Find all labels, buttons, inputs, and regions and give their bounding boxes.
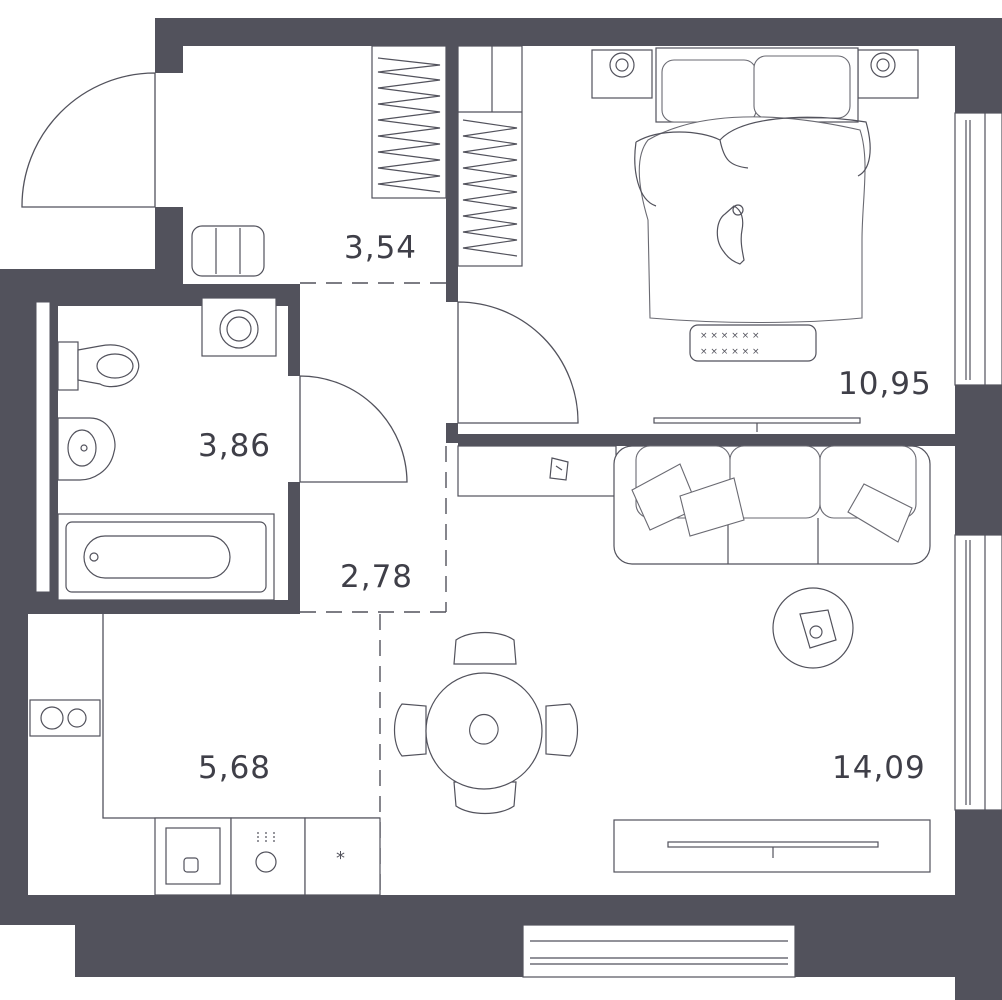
cat-icon — [716, 204, 745, 265]
pillow-icon — [631, 463, 913, 543]
sink-icon — [57, 417, 116, 481]
kitchen-counter — [102, 614, 380, 819]
room-area-hallway: 3,54 — [344, 230, 417, 266]
tv-icon — [653, 417, 861, 432]
wardrobe-icon — [457, 45, 523, 267]
coffee-table-icon — [772, 587, 854, 669]
svg-text:*: * — [336, 848, 345, 869]
stove-icon — [29, 699, 101, 737]
bathtub-icon — [57, 513, 275, 601]
bed-icon — [634, 47, 871, 324]
nightstand-icon — [591, 49, 919, 99]
wardrobe-icon — [371, 45, 447, 199]
walls — [0, 18, 1002, 1000]
svg-text:× × × × × ×: × × × × × × — [700, 347, 760, 357]
door-swing-icon — [21, 72, 579, 483]
oven-icon — [154, 817, 232, 896]
shoe-bench-icon — [191, 225, 265, 277]
room-area-corridor: 2,78 — [340, 559, 413, 595]
dishwasher-icon — [230, 817, 306, 896]
rug-icon: × × × × × × × × × × × × — [689, 324, 817, 362]
room-area-bedroom: 10,95 — [838, 366, 932, 402]
fridge-icon: * — [304, 817, 381, 896]
room-area-bathroom: 3,86 — [198, 428, 271, 464]
svg-text:× × × × × ×: × × × × × × — [700, 331, 760, 341]
room-area-kitchen: 5,68 — [198, 750, 271, 786]
washing-machine-icon — [201, 297, 277, 357]
toilet-icon — [57, 341, 140, 391]
window-icon — [522, 112, 1002, 978]
room-area-living: 14,09 — [832, 750, 926, 786]
dining-table-icon — [393, 631, 579, 815]
plant-icon — [549, 457, 569, 481]
tv-icon — [613, 819, 931, 873]
room-labels: 3,54 3,86 2,78 5,68 10,95 14,09 — [198, 230, 932, 786]
